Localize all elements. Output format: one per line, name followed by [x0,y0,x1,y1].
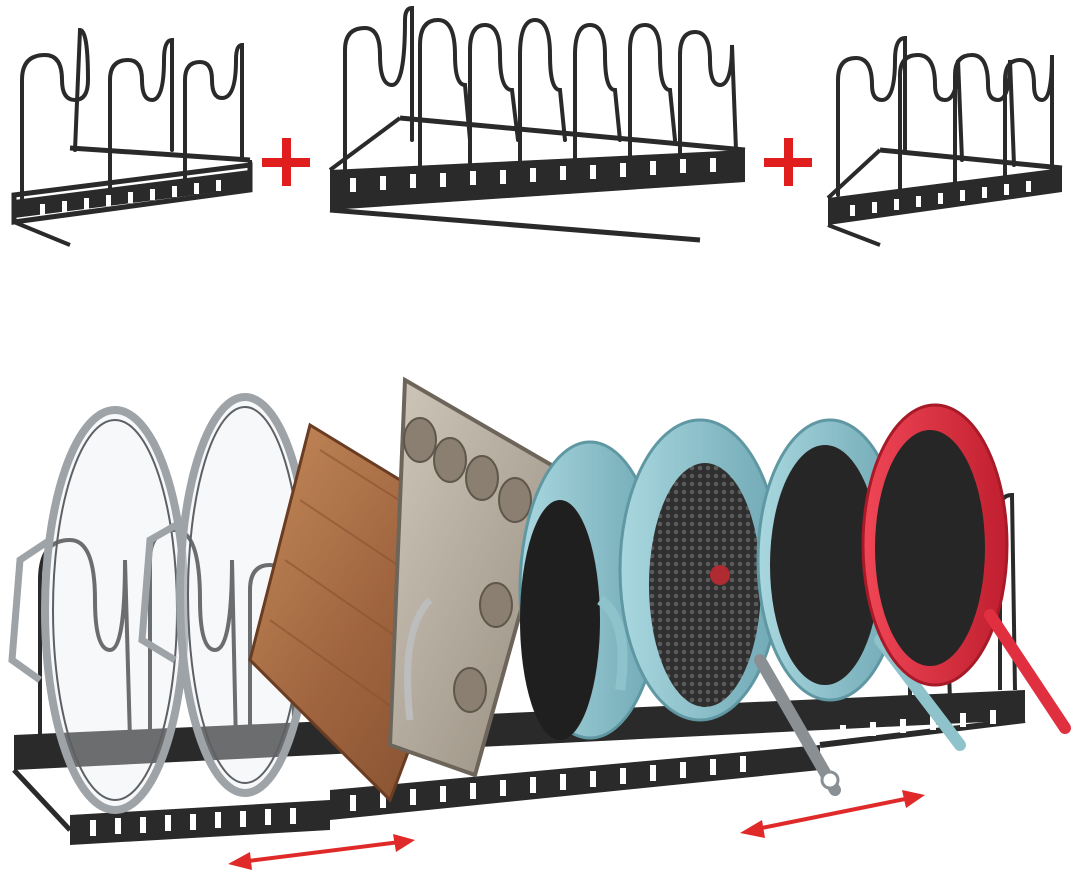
small-rack-right [826,35,1063,247]
plus-icon [262,138,310,186]
large-rack-center [328,5,746,243]
blue-frying-pan [618,418,841,796]
double-arrow-icon [740,790,925,838]
plus-icon [764,138,812,186]
black-frying-pan [756,418,966,751]
small-rack-left [11,27,253,247]
expanded-rack-base [12,690,1026,845]
red-frying-pan [861,403,1071,734]
double-arrow-icon [228,834,415,870]
muffin-pan [387,376,563,778]
